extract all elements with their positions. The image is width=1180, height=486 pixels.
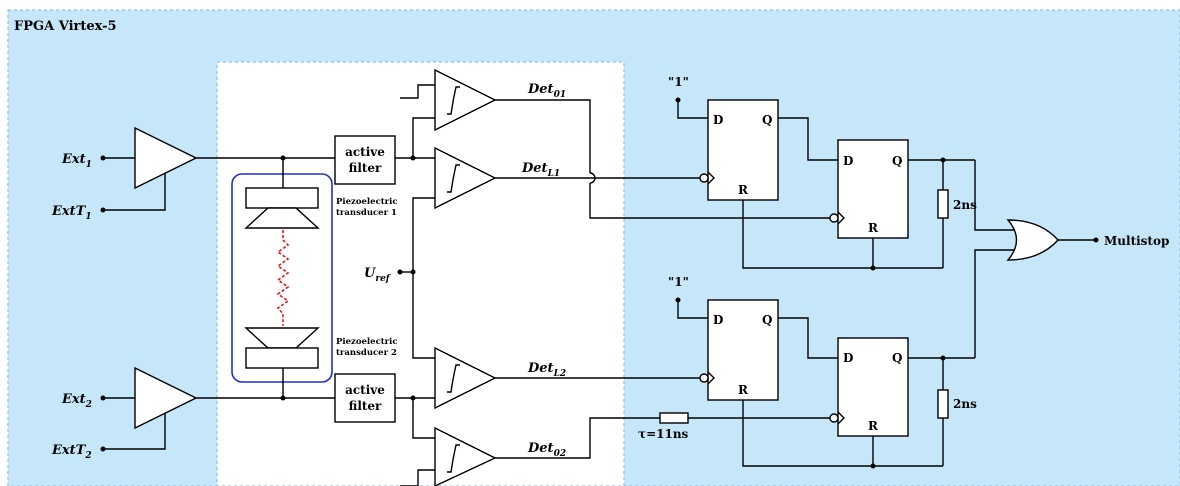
input-buffer-2 xyxy=(100,366,198,452)
detL2-label: DetL2 xyxy=(527,361,566,379)
analog-region xyxy=(216,61,625,486)
ff3-r: R xyxy=(738,383,749,397)
active-filter-1-line2: filter xyxy=(349,161,382,175)
detL1-label: DetL1 xyxy=(521,161,560,179)
fpga-title: FPGA Virtex-5 xyxy=(14,19,117,34)
ff4-q: Q xyxy=(892,351,902,365)
ff1-q: Q xyxy=(762,113,772,127)
delay-rc-2 xyxy=(937,389,949,419)
ff4-d: D xyxy=(843,351,853,365)
ext2-label: Ext2 xyxy=(61,392,92,410)
flipflop-3 xyxy=(699,299,779,401)
ff3-d: D xyxy=(713,313,723,327)
flipflop-1 xyxy=(699,99,779,201)
active-filter-1-line1: active xyxy=(345,145,385,159)
uref-label: Uref xyxy=(364,266,392,284)
ff1-r: R xyxy=(738,183,749,197)
extT2-label: ExtT2 xyxy=(51,443,92,461)
transducer-1-symbol xyxy=(244,158,320,229)
transducer-2-label-2: transducer 2 xyxy=(336,348,397,358)
comparator-detL2 xyxy=(434,346,497,410)
active-filter-2-line1: active xyxy=(345,383,385,397)
ff2-d: D xyxy=(843,154,853,168)
delay-tau xyxy=(659,412,689,424)
ground-symbol-2 xyxy=(400,469,435,486)
ff2-q: Q xyxy=(892,154,902,168)
or-gate xyxy=(1006,219,1059,261)
output-label: Multistop xyxy=(1104,234,1169,248)
tau-label: τ=11ns xyxy=(638,427,689,441)
rc2-label: 2ns xyxy=(953,397,977,411)
one-label-2: "1" xyxy=(668,275,689,289)
extT1-label: ExtT1 xyxy=(51,204,92,222)
transducer-1-label-2: transducer 1 xyxy=(336,208,397,218)
flipflop-4 xyxy=(829,337,909,437)
det01-label: Det01 xyxy=(527,82,566,100)
ff1-d: D xyxy=(713,113,723,127)
input-buffer-1 xyxy=(100,126,198,213)
active-filter-1 xyxy=(334,135,396,185)
comparator-det02 xyxy=(434,426,497,486)
one-label-1: "1" xyxy=(668,75,689,89)
rc1-label: 2ns xyxy=(953,198,977,212)
ff2-r: R xyxy=(868,221,879,235)
flipflop-2 xyxy=(829,139,909,239)
ext1-label: Ext1 xyxy=(61,152,92,170)
comparator-det01 xyxy=(434,68,497,132)
ff4-r: R xyxy=(868,419,879,433)
transducer-1-label: Piezoelectric xyxy=(336,197,398,207)
transducer-2-label: Piezoelectric xyxy=(336,337,398,347)
transducer-frame xyxy=(231,173,333,383)
ground-symbol-1 xyxy=(400,84,435,99)
det02-label: Det02 xyxy=(527,441,566,459)
ff3-q: Q xyxy=(762,313,772,327)
comparator-detL1 xyxy=(434,146,497,210)
active-filter-2 xyxy=(334,373,396,423)
transducer-2-symbol xyxy=(244,327,320,398)
active-filter-2-line2: filter xyxy=(349,399,382,413)
acoustic-path xyxy=(276,230,290,326)
delay-rc-1 xyxy=(937,189,949,219)
